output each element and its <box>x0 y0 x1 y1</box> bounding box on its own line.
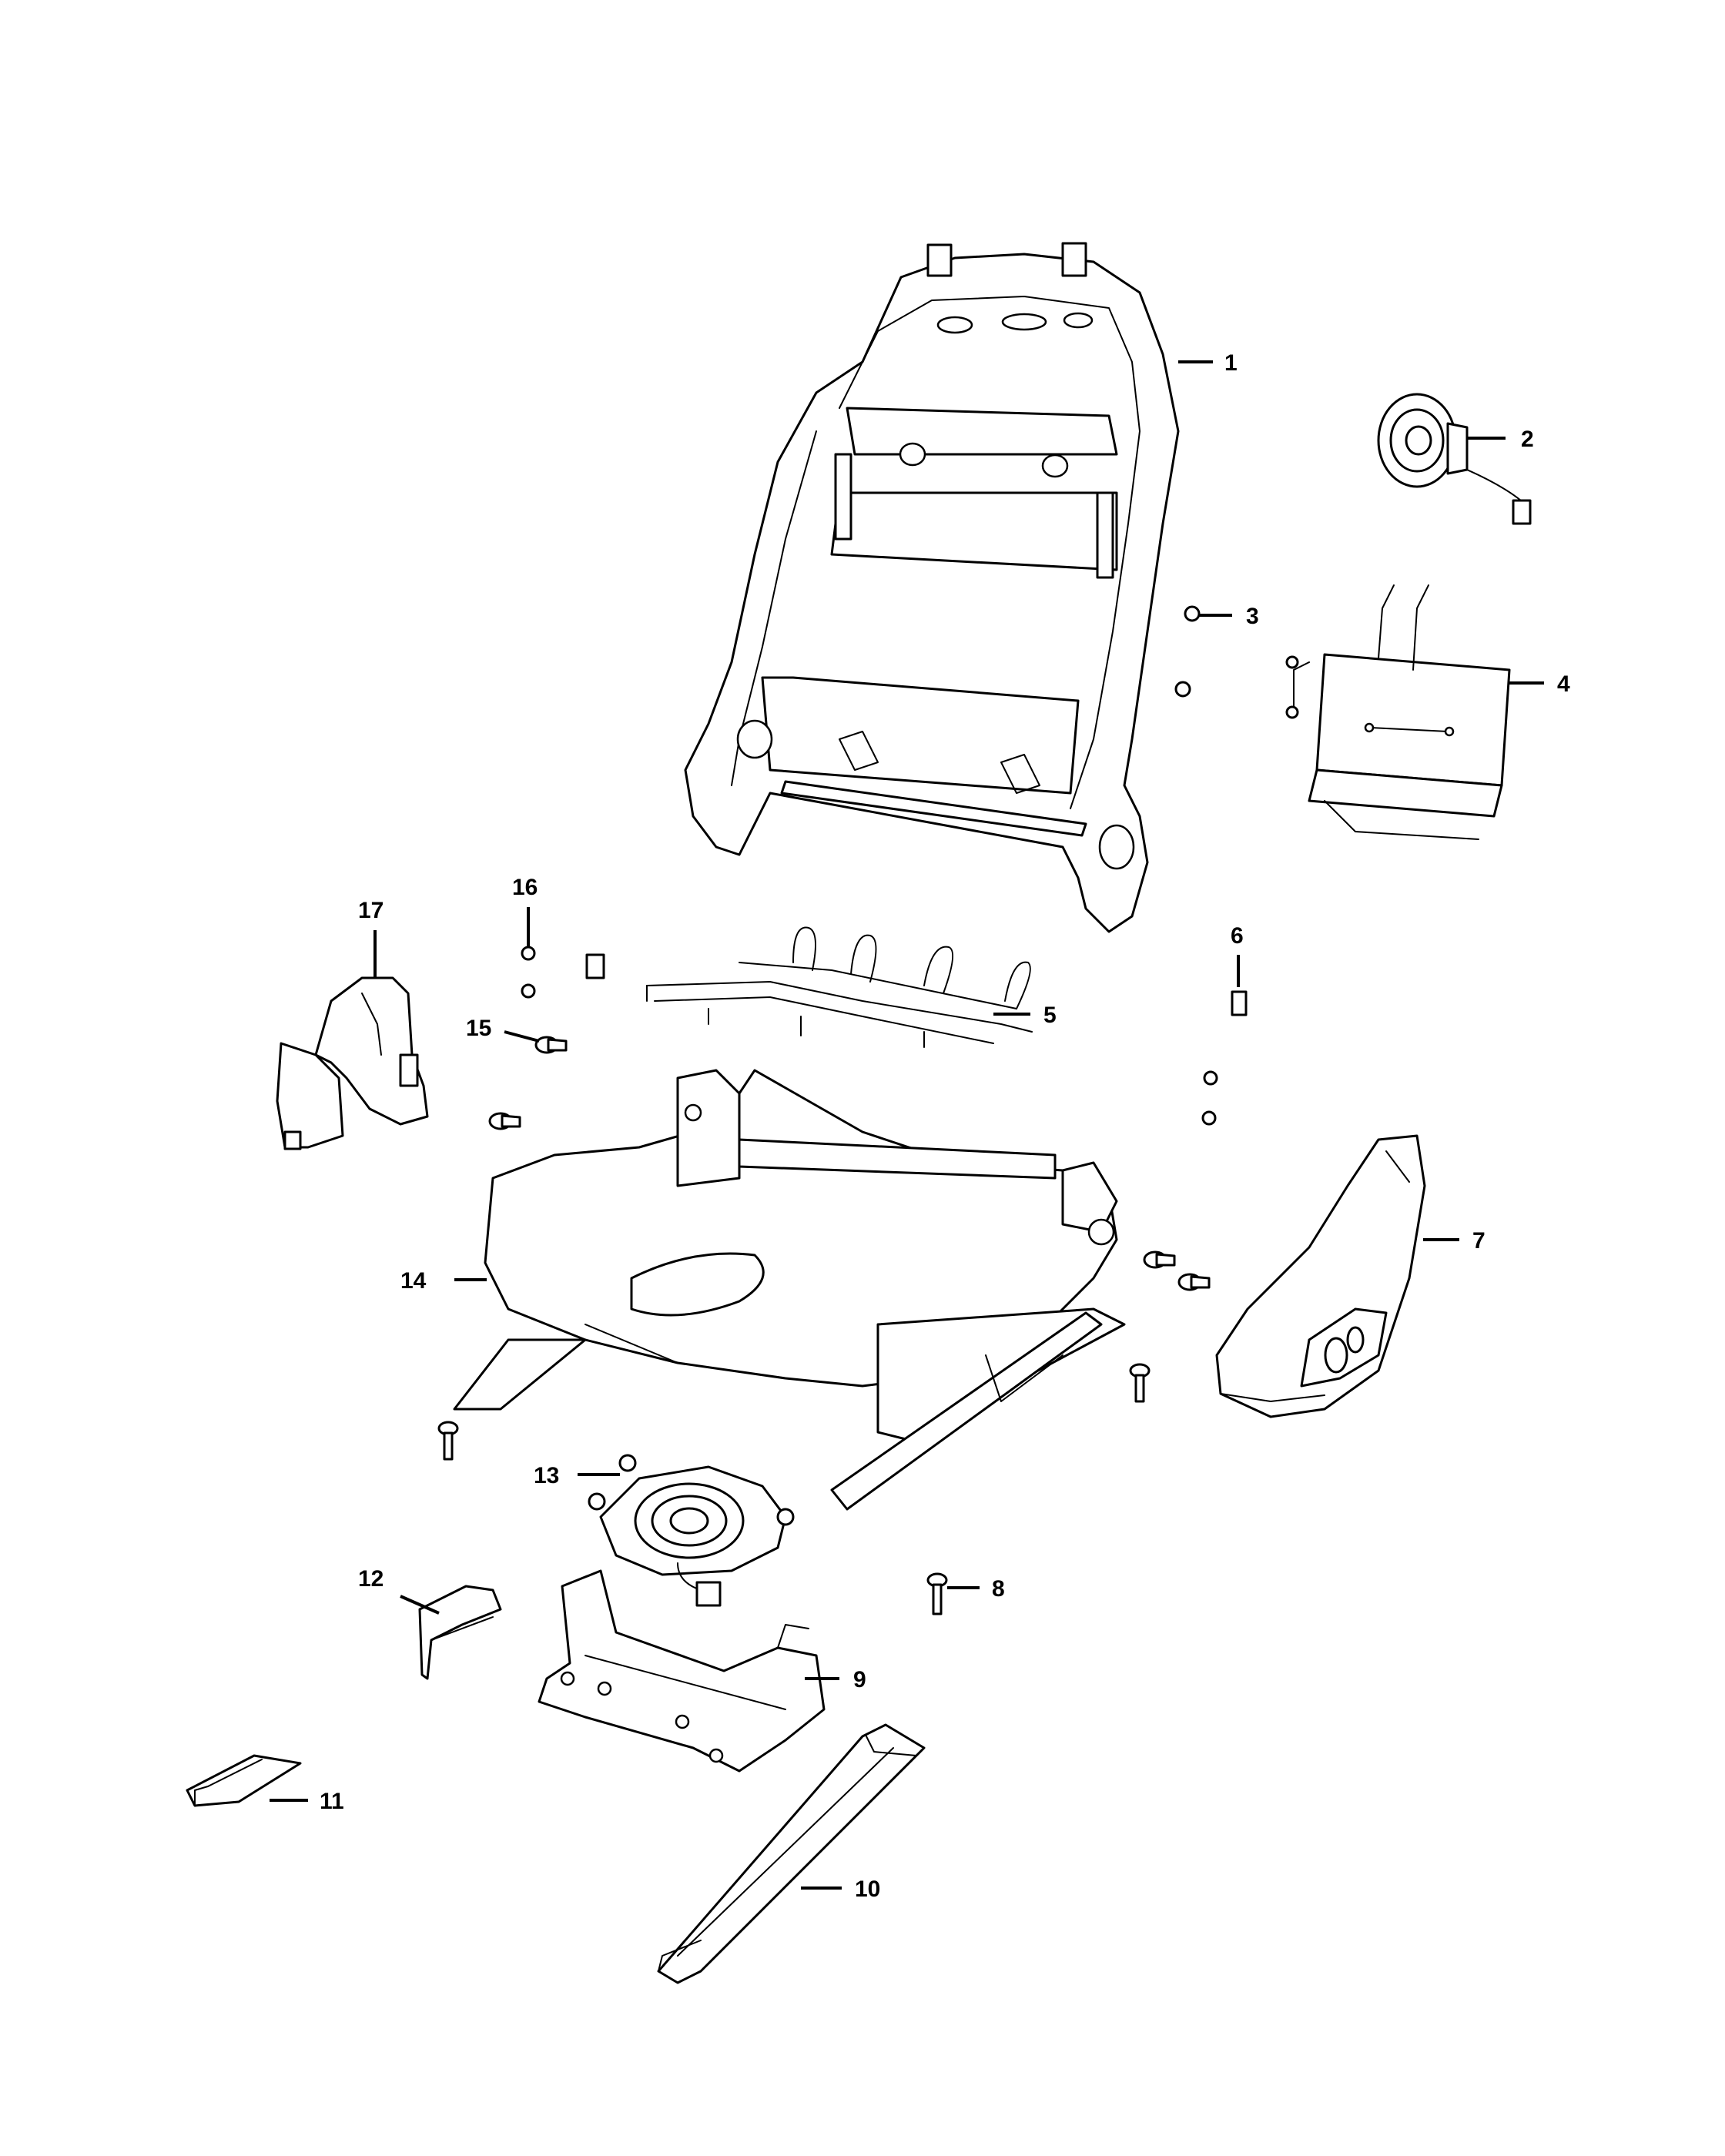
part-3-nut <box>1174 605 1201 698</box>
callout-4: 4 <box>1557 671 1570 697</box>
part-16-screw <box>521 946 536 999</box>
callout-16: 16 <box>512 875 538 900</box>
part-14-seat-cushion-frame <box>453 1069 1126 1511</box>
leader-12 <box>400 1595 440 1615</box>
leader-lines <box>270 360 1544 1890</box>
callout-15: 15 <box>466 1016 491 1041</box>
callout-12: 12 <box>358 1566 384 1592</box>
callout-2: 2 <box>1521 427 1534 452</box>
part-11-track-end-cover <box>186 1754 302 1807</box>
part-8-bolt <box>437 1363 1151 1615</box>
leader-15 <box>504 1030 540 1043</box>
part-17-inner-side-shield <box>276 976 429 1150</box>
callout-7: 7 <box>1472 1228 1486 1254</box>
part-9-riser-bracket <box>538 1569 826 1773</box>
callout-10: 10 <box>855 1876 880 1902</box>
callout-labels: 1 2 3 4 5 6 7 8 9 10 11 12 13 14 15 16 1… <box>320 350 1570 1902</box>
callout-8: 8 <box>992 1576 1005 1602</box>
part-1-seat-back-frame <box>684 242 1180 933</box>
callout-17: 17 <box>358 898 384 923</box>
part-10-track-cover <box>657 1723 926 1984</box>
part-13-adjuster-motor <box>588 1454 795 1607</box>
callout-6: 6 <box>1231 923 1244 949</box>
callout-3: 3 <box>1246 604 1259 629</box>
part-2-recliner-motor <box>1377 393 1532 525</box>
callout-9: 9 <box>853 1667 866 1692</box>
callout-5: 5 <box>1043 1003 1057 1028</box>
part-5-seat-suspension-mat <box>585 926 1033 1048</box>
part-12-cover <box>418 1585 502 1680</box>
callout-1: 1 <box>1224 350 1238 376</box>
callout-14: 14 <box>400 1268 427 1294</box>
part-4-lumbar-module <box>1285 584 1511 840</box>
callout-13: 13 <box>534 1463 559 1488</box>
part-15-bolt <box>488 1036 1211 1291</box>
part-7-side-shield <box>1215 1134 1426 1418</box>
callout-11: 11 <box>320 1789 344 1814</box>
part-6-clip <box>1201 990 1248 1126</box>
